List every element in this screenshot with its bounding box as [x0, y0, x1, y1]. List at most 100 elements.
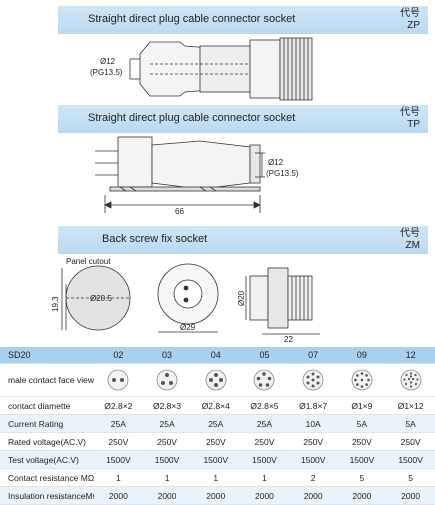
table-cell: Ø1.8×7 — [288, 396, 338, 415]
pin-col: 12 — [386, 347, 435, 364]
table-cell: 1 — [142, 468, 192, 487]
dim-19-3: 19.3 — [51, 296, 60, 312]
zp-connector-drawing: Ø12 (PG13.5) — [90, 37, 313, 101]
table-cell: Ø2.8×2 — [94, 396, 143, 415]
code-box: 代号 ZM — [400, 228, 420, 251]
table-row: Contact resistance MΩ 1 1 1 1 2 5 5 — [0, 468, 435, 487]
row-label: Insulation resistanceMΩ — [0, 486, 94, 505]
section-title: Back screw fix socket — [102, 233, 208, 245]
table-row: Test voltage(AC.V) 1500V 1500V 1500V 150… — [0, 450, 435, 469]
table-cell: 1 — [191, 468, 241, 487]
contact-face-5pin-icon — [254, 369, 275, 391]
table-cell: 1500V — [288, 450, 338, 469]
table-cell: 250V — [240, 432, 289, 451]
table-header-row: SD20 02 03 04 05 07 09 12 — [0, 347, 435, 364]
pin-col: 04 — [191, 347, 241, 364]
table-cell: Ø2.8×4 — [191, 396, 241, 415]
table-cell: Ø2.8×5 — [240, 396, 289, 415]
contact-face-2pin-icon — [107, 369, 129, 391]
dim-pg: (PG13.5) — [90, 68, 123, 77]
model-cell: SD20 — [0, 347, 94, 364]
code-box: 代号 ZP — [400, 8, 420, 31]
contact-face-12pin-icon — [400, 369, 422, 391]
table-cell: 2000 — [288, 486, 338, 505]
face-cell — [191, 363, 241, 397]
dim-d12: Ø12 — [268, 158, 284, 167]
section-title: Straight direct plug cable connector soc… — [88, 13, 296, 25]
table-cell: 5A — [337, 414, 387, 433]
table-row: Rated voltage(AC.V) 250V 250V 250V 250V … — [0, 432, 435, 451]
table-cell: 25A — [240, 414, 289, 433]
table-cell: 1 — [94, 468, 143, 487]
table-cell: Ø2.8×3 — [142, 396, 192, 415]
table-row: male contact face view — [0, 363, 435, 397]
pin-col: 09 — [337, 347, 387, 364]
table-cell: 1500V — [94, 450, 143, 469]
table-cell: 2000 — [191, 486, 241, 505]
row-label: contact diamette — [0, 396, 94, 415]
dim-pg: (PG13.5) — [266, 169, 299, 178]
table-cell: 2000 — [240, 486, 289, 505]
section-tp-header: Straight direct plug cable connector soc… — [58, 105, 428, 133]
table-cell: 25A — [142, 414, 192, 433]
table-cell: 5 — [386, 468, 435, 487]
table-cell: 5A — [386, 414, 435, 433]
dim-d20: Ø20 — [237, 290, 246, 306]
face-cell — [240, 363, 289, 397]
face-cell — [386, 363, 435, 397]
table-cell: 250V — [386, 432, 435, 451]
pin-col: 07 — [288, 347, 338, 364]
table-row: Current Rating 25A 25A 25A 25A 10A 5A 5A — [0, 414, 435, 433]
dim-length: 66 — [175, 207, 184, 216]
face-cell — [288, 363, 338, 397]
table-cell: 2 — [288, 468, 338, 487]
panel-cutout-label: Panel cutout — [66, 257, 111, 266]
table-cell: 1 — [240, 468, 289, 487]
table-row: contact diamette Ø2.8×2 Ø2.8×3 Ø2.8×4 Ø2… — [0, 396, 435, 415]
table-cell: 2000 — [337, 486, 387, 505]
table-cell: 5 — [337, 468, 387, 487]
table-cell: 2000 — [94, 486, 143, 505]
spec-table: SD20 02 03 04 05 07 09 12 male contact f… — [0, 347, 435, 505]
tp-connector-drawing: Ø12 (PG13.5) 66 — [95, 136, 299, 216]
row-label: Contact resistance MΩ — [0, 468, 94, 487]
contact-face-3pin-icon — [156, 369, 178, 391]
dim-d12: Ø12 — [100, 57, 116, 66]
contact-face-4pin-icon — [205, 369, 227, 391]
face-cell — [142, 363, 192, 397]
table-cell: 1500V — [240, 450, 289, 469]
row-label: Rated voltage(AC.V) — [0, 432, 94, 451]
table-cell: Ø1×12 — [386, 396, 435, 415]
table-cell: 25A — [94, 414, 143, 433]
pin-col: 05 — [240, 347, 289, 364]
table-cell: 250V — [191, 432, 241, 451]
face-cell — [94, 363, 143, 397]
dim-d20-5: Ø20.5 — [90, 294, 112, 303]
table-cell: 1500V — [142, 450, 192, 469]
code-box: 代号 TP — [400, 107, 420, 130]
contact-face-9pin-icon — [351, 369, 373, 391]
row-label: Current Rating — [0, 414, 94, 433]
table-cell: 250V — [337, 432, 387, 451]
table-cell: 2000 — [386, 486, 435, 505]
face-cell — [337, 363, 387, 397]
section-zm-header: Back screw fix socket 代号 ZM — [58, 226, 428, 254]
table-cell: 25A — [191, 414, 241, 433]
contact-face-7pin-icon — [302, 369, 324, 391]
table-cell: 250V — [288, 432, 338, 451]
table-cell: 250V — [142, 432, 192, 451]
row-label: male contact face view — [0, 363, 94, 397]
table-cell: 2000 — [142, 486, 192, 505]
table-cell: Ø1×9 — [337, 396, 387, 415]
zm-socket-drawings: Panel cutout Ø20.5 19.3 Ø29 Ø20 22 — [51, 257, 320, 344]
table-cell: 1500V — [386, 450, 435, 469]
table-cell: 1500V — [337, 450, 387, 469]
pin-col: 03 — [142, 347, 192, 364]
table-row: Insulation resistanceMΩ 2000 2000 2000 2… — [0, 486, 435, 505]
section-zp-header: Straight direct plug cable connector soc… — [58, 6, 428, 34]
row-label: Test voltage(AC.V) — [0, 450, 94, 469]
dim-22: 22 — [284, 335, 293, 344]
dim-d29: Ø29 — [180, 323, 196, 332]
section-title: Straight direct plug cable connector soc… — [88, 112, 296, 124]
table-cell: 1500V — [191, 450, 241, 469]
